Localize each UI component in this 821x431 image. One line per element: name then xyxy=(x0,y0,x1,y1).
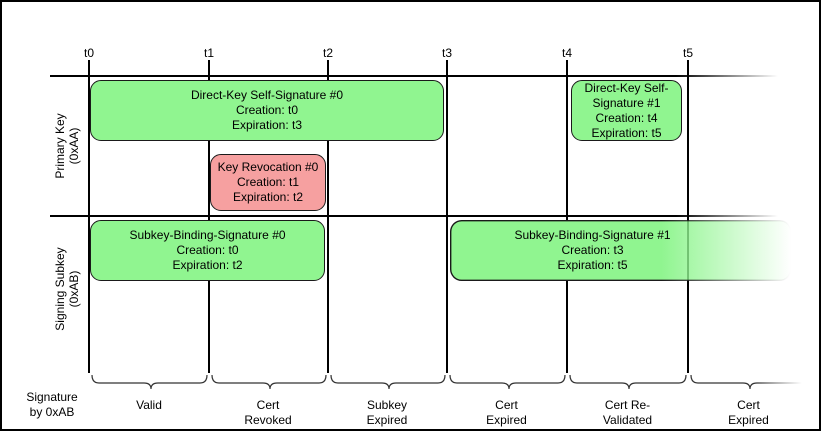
signature-box-line: Expiration: t2 xyxy=(172,258,243,272)
segment-label-cert-revoked: Cert Revoked xyxy=(209,398,327,428)
segment-label-line2: Validated xyxy=(602,413,653,427)
signature-box-key-revocation-0[interactable]: Key Revocation #0 Creation: t1 Expiratio… xyxy=(210,154,326,211)
timeline-rule-t0 xyxy=(88,60,90,373)
segment-label-cert-expired-2: Cert Expired xyxy=(689,398,808,428)
segment-label-subkey-expired: Subkey Expired xyxy=(328,398,446,428)
row-label-signing-subkey-line1: Signing Subkey xyxy=(53,247,67,331)
signature-box-line: Subkey-Binding-Signature #0 xyxy=(129,228,286,242)
segment-label-valid: Valid xyxy=(89,398,209,413)
row-label-primary-key: Primary Key (0xAA) xyxy=(53,76,81,216)
signature-box-line: Signature #1 xyxy=(592,95,661,110)
segment-label-line1: Cert xyxy=(256,398,280,412)
segment-label-line1: Cert xyxy=(737,398,760,412)
signature-box-line: Expiration: t5 xyxy=(591,125,662,140)
row-label-primary-key-line2: (0xAA) xyxy=(67,127,81,165)
segment-label-cert-revalidated: Cert Re- Validated xyxy=(568,398,687,428)
tick-label-t3: t3 xyxy=(441,46,452,60)
signature-box-subkey-binding-signature-1[interactable]: Subkey-Binding-Signature #1 Creation: t3… xyxy=(449,219,792,281)
segment-label-line2: Expired xyxy=(728,413,769,427)
signature-box-line: Creation: t0 xyxy=(176,243,239,257)
signature-box-line: Expiration: t5 xyxy=(557,258,628,272)
row-label-signing-subkey: Signing Subkey (0xAB) xyxy=(53,209,81,369)
footer-axis-label-line1: Signature xyxy=(26,390,78,404)
signature-box-line: Expiration: t3 xyxy=(231,118,303,132)
timeline-rule-t4 xyxy=(566,60,568,373)
segment-label-line1: Subkey xyxy=(366,398,408,412)
tick-label-t1: t1 xyxy=(203,46,214,60)
signature-box-line: Creation: t1 xyxy=(236,175,300,189)
signature-box-subkey-binding-signature-0[interactable]: Subkey-Binding-Signature #0 Creation: t0… xyxy=(90,220,325,281)
tick-label-t0: t0 xyxy=(83,46,94,60)
segment-label-line2: Expired xyxy=(366,413,408,427)
tick-label-t4: t4 xyxy=(561,46,572,60)
signature-box-line: Creation: t4 xyxy=(595,110,658,125)
row-label-signing-subkey-line2: (0xAB) xyxy=(67,270,81,308)
timeline-rule-t5 xyxy=(687,60,689,373)
signing-subkey-axis-line xyxy=(50,215,778,217)
segment-label-line1: Cert Re- xyxy=(604,398,651,412)
footer-axis-label: Signature by 0xAB xyxy=(14,390,90,420)
signature-box-direct-key-self-signature-1[interactable]: Direct-Key Self- Signature #1 Creation: … xyxy=(571,80,682,141)
segment-label-line1: Cert xyxy=(495,398,518,412)
row-label-primary-key-line1: Primary Key xyxy=(53,113,67,179)
footer-axis-label-line2: by 0xAB xyxy=(29,405,75,419)
segment-label-line1: Valid xyxy=(136,398,162,412)
signature-box-line: Direct-Key Self- xyxy=(584,80,669,95)
segment-label-line2: Revoked xyxy=(244,413,292,427)
timeline-rule-t1 xyxy=(208,60,210,373)
timeline-rule-t3 xyxy=(446,60,448,373)
signature-box-line: Subkey-Binding-Signature #1 xyxy=(514,228,671,242)
signature-box-line: Direct-Key Self-Signature #0 xyxy=(190,88,344,102)
segment-label-line2: Expired xyxy=(486,413,527,427)
signature-box-line: Creation: t3 xyxy=(561,243,624,257)
tick-label-t5: t5 xyxy=(682,46,693,60)
signature-box-line: Expiration: t2 xyxy=(232,190,304,204)
timeline-rule-t2 xyxy=(327,60,329,373)
signature-box-line: Key Revocation #0 xyxy=(217,160,319,174)
signature-box-line: Creation: t0 xyxy=(235,103,299,117)
segment-label-cert-expired-1: Cert Expired xyxy=(447,398,566,428)
primary-key-axis-line xyxy=(50,75,778,77)
tick-label-t2: t2 xyxy=(322,46,333,60)
signature-box-direct-key-self-signature-0[interactable]: Direct-Key Self-Signature #0 Creation: t… xyxy=(90,80,444,141)
